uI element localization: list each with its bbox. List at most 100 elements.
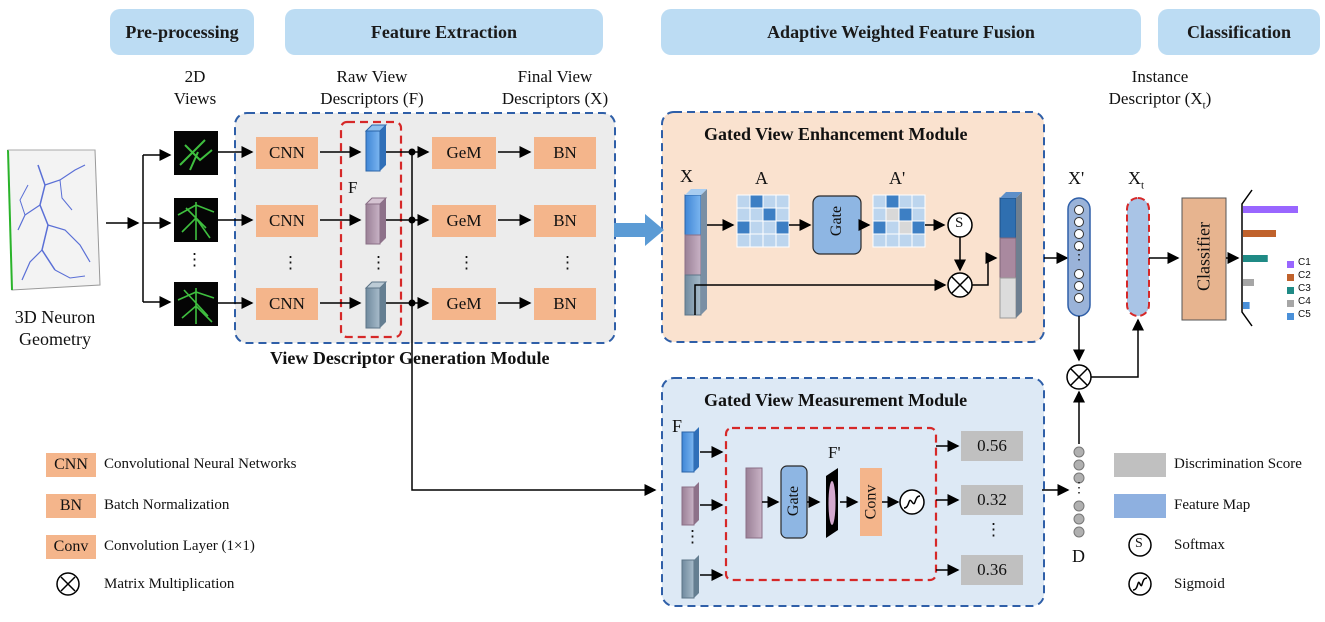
- stage-feature-extraction: Feature Extraction: [285, 9, 603, 55]
- measurement-feature: [745, 467, 763, 539]
- header-2d-views: 2D Views: [160, 66, 230, 110]
- gate-label-enhance: Gate: [828, 205, 845, 237]
- header-raw-line1: Raw View: [336, 67, 408, 86]
- header-2d-views-line1: 2D: [184, 67, 206, 86]
- header-instance-text: Descriptor (X: [1108, 89, 1203, 108]
- module-title-measurement: Gated View Measurement Module: [704, 390, 968, 410]
- module-title-enhancement: Gated View Enhancement Module: [704, 124, 968, 144]
- class-output-bars: [1243, 206, 1298, 309]
- header-instance-end: ): [1205, 89, 1212, 108]
- gem-block-3: GeM: [432, 288, 496, 320]
- class-bar-4: [1243, 279, 1254, 286]
- score-ellipsis: ⋮: [985, 520, 1002, 539]
- bn-block-3: BN: [534, 288, 596, 320]
- output-bracket: [1241, 189, 1253, 327]
- legend-score-swatch: [1114, 453, 1166, 477]
- class-bar-5: [1243, 302, 1250, 309]
- raw-descriptor-3: [365, 287, 381, 329]
- header-instance-sub: t: [1202, 99, 1206, 112]
- header-instance-line2: Descriptor (Xt): [1085, 88, 1235, 116]
- xt-pill: [1126, 197, 1150, 317]
- legend-matmul-text: Matrix Multiplication: [104, 576, 235, 592]
- cnn-block-2: CNN: [256, 205, 318, 237]
- legend-cnn-key: CNN: [46, 453, 96, 477]
- d-vector-ellipsis: ⋮: [1072, 481, 1086, 496]
- class-legend-swatch-2: [1287, 274, 1294, 281]
- cnn-block-1: CNN: [256, 137, 318, 169]
- class-legend-swatch-3: [1287, 287, 1294, 294]
- classifier-label: Classifier: [1193, 222, 1214, 291]
- legend-cnn-text: Convolutional Neural Networks: [104, 456, 297, 472]
- score-3: 0.36: [961, 555, 1023, 585]
- header-instance: Instance Descriptor (Xt): [1085, 66, 1235, 116]
- legend-map-text: Feature Map: [1174, 497, 1251, 513]
- cnn-block-3: CNN: [256, 288, 318, 320]
- header-2d-views-line2: Views: [173, 89, 217, 108]
- bn-block-2: BN: [534, 205, 596, 237]
- header-raw: Raw View Descriptors (F): [302, 66, 442, 110]
- label-a: A: [755, 168, 768, 188]
- view-descriptor-panel: [234, 112, 616, 344]
- raw-descriptor-1: [365, 130, 381, 172]
- label-f: F: [348, 178, 358, 197]
- legend-conv-text: Convolution Layer (1×1): [104, 538, 255, 554]
- score-1: 0.56: [961, 431, 1023, 461]
- bn-ellipsis: ⋮: [559, 253, 576, 272]
- header-instance-line1: Instance: [1131, 67, 1189, 86]
- stage-preprocessing: Pre-processing: [110, 9, 254, 55]
- class-legend-swatch-5: [1287, 313, 1294, 320]
- header-final-line2: Descriptors (X): [501, 89, 609, 108]
- flow-arrow: [614, 214, 664, 246]
- matrix-a: [736, 194, 790, 248]
- header-final: Final View Descriptors (X): [485, 66, 625, 110]
- score-2: 0.32: [961, 485, 1023, 515]
- header-final-line1: Final View: [517, 67, 593, 86]
- class-bar-1: [1243, 206, 1298, 213]
- softmax-symbol: S: [955, 215, 964, 231]
- legend-softmax-text: Softmax: [1174, 537, 1225, 553]
- class-bar-2: [1243, 230, 1276, 237]
- header-raw-line2: Descriptors (F): [320, 89, 424, 108]
- label-xt-main: X: [1128, 168, 1141, 188]
- label-a-prime: A': [889, 168, 906, 188]
- view-image-1: [174, 131, 218, 175]
- conv-block: Conv: [860, 468, 882, 536]
- label-xt: Xt: [1128, 168, 1144, 192]
- legend-score-text: Discrimination Score: [1174, 456, 1302, 472]
- class-bar-3: [1243, 255, 1268, 262]
- x-enhanced-stack: [999, 192, 1022, 319]
- raw-descriptor-2: [365, 203, 381, 245]
- bn-block-1: BN: [534, 137, 596, 169]
- neuron-label-line2: Geometry: [19, 329, 91, 349]
- gem-ellipsis: ⋮: [458, 253, 475, 272]
- label-f-prime: F': [828, 443, 841, 462]
- view-image-3: [174, 282, 218, 326]
- legend-bn-text: Batch Normalization: [104, 497, 230, 513]
- legend-map-swatch: [1114, 494, 1166, 518]
- view-image-2: [174, 198, 218, 242]
- legend-sigmoid-text: Sigmoid: [1174, 576, 1225, 592]
- legend-softmax-symbol: S: [1135, 536, 1143, 551]
- module-title-view-descriptor: View Descriptor Generation Module: [270, 348, 550, 368]
- views-ellipsis: ⋮: [186, 250, 203, 269]
- label-xt-sub: t: [1141, 179, 1145, 192]
- legend-bn-key: BN: [46, 494, 96, 518]
- d-vector: [1073, 446, 1085, 538]
- label-f-measure: F: [672, 416, 683, 436]
- class-legend-label-5: C5: [1298, 309, 1311, 320]
- label-x: X: [680, 166, 693, 186]
- stage-classification: Classification: [1158, 9, 1320, 55]
- matrix-a-prime: [872, 194, 926, 248]
- stage-fusion: Adaptive Weighted Feature Fusion: [661, 9, 1141, 55]
- label-x-prime: X': [1068, 168, 1085, 188]
- x-prime-ellipsis: ⋮: [1072, 248, 1086, 263]
- cnn-ellipsis: ⋮: [282, 253, 299, 272]
- legend-conv-key: Conv: [46, 535, 96, 559]
- measurement-inner-box: [724, 426, 938, 582]
- gate-label-measure: Gate: [785, 485, 802, 517]
- measurement-input-2: [681, 482, 699, 526]
- conv-block-label: Conv: [862, 484, 880, 520]
- measure-input-ellipsis: ⋮: [684, 527, 701, 546]
- gem-block-1: GeM: [432, 137, 496, 169]
